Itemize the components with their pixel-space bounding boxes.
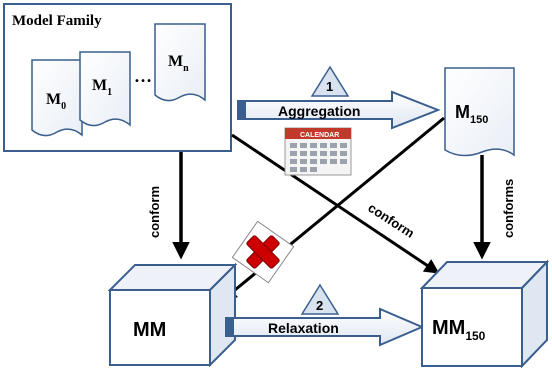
edge-label-conforms-right: conforms [501,179,516,238]
model-ellipsis: … [134,66,152,86]
mn-sub: n [183,63,189,74]
edge-label-conform-diagonal: conform [365,200,417,241]
svg-text:M150: M150 [455,102,488,126]
edge-label-conform-left: conform [147,186,162,238]
svg-text:MM150: MM150 [432,317,486,343]
m1-sub: 1 [107,87,112,98]
step-2-number: 2 [316,298,323,313]
relaxation-arrow: Relaxation [225,307,425,347]
calendar-label: CALENDAR [300,132,339,139]
model-doc-m1: M1 [79,51,131,127]
model-family-box: Model Family M0 M1 … Mn [3,3,232,152]
m150-doc: M150 [444,67,515,157]
mm150-base: MM [432,317,465,339]
mm-cube: MM [107,262,238,368]
arrow-family-to-mm150 [231,133,440,274]
calendar-icon: CALENDAR [284,127,352,176]
mm150-cube: MM150 [419,259,550,368]
svg-text:Mn: Mn [168,53,189,74]
aggregation-arrow: Aggregation [237,90,441,130]
red-cross-icon [231,220,295,284]
aggregation-label: Aggregation [278,103,360,119]
m150-sub: 150 [470,114,488,126]
model-doc-m0: M0 [31,59,83,137]
m0-base: M [46,91,61,108]
step-1-number: 1 [326,79,333,94]
mm-label: MM [133,319,166,341]
m150-base: M [455,102,470,122]
model-family-title: Model Family [12,13,102,29]
mm150-sub: 150 [465,329,485,343]
mn-base: M [168,53,183,70]
m1-base: M [92,77,107,94]
svg-text:M0: M0 [46,91,66,112]
svg-text:M1: M1 [92,77,112,98]
relaxation-label: Relaxation [268,320,339,336]
step-1-triangle: 1 [310,65,350,97]
m0-sub: 0 [61,101,66,112]
step-2-triangle: 2 [300,283,340,315]
model-doc-mn: Mn [154,23,206,102]
